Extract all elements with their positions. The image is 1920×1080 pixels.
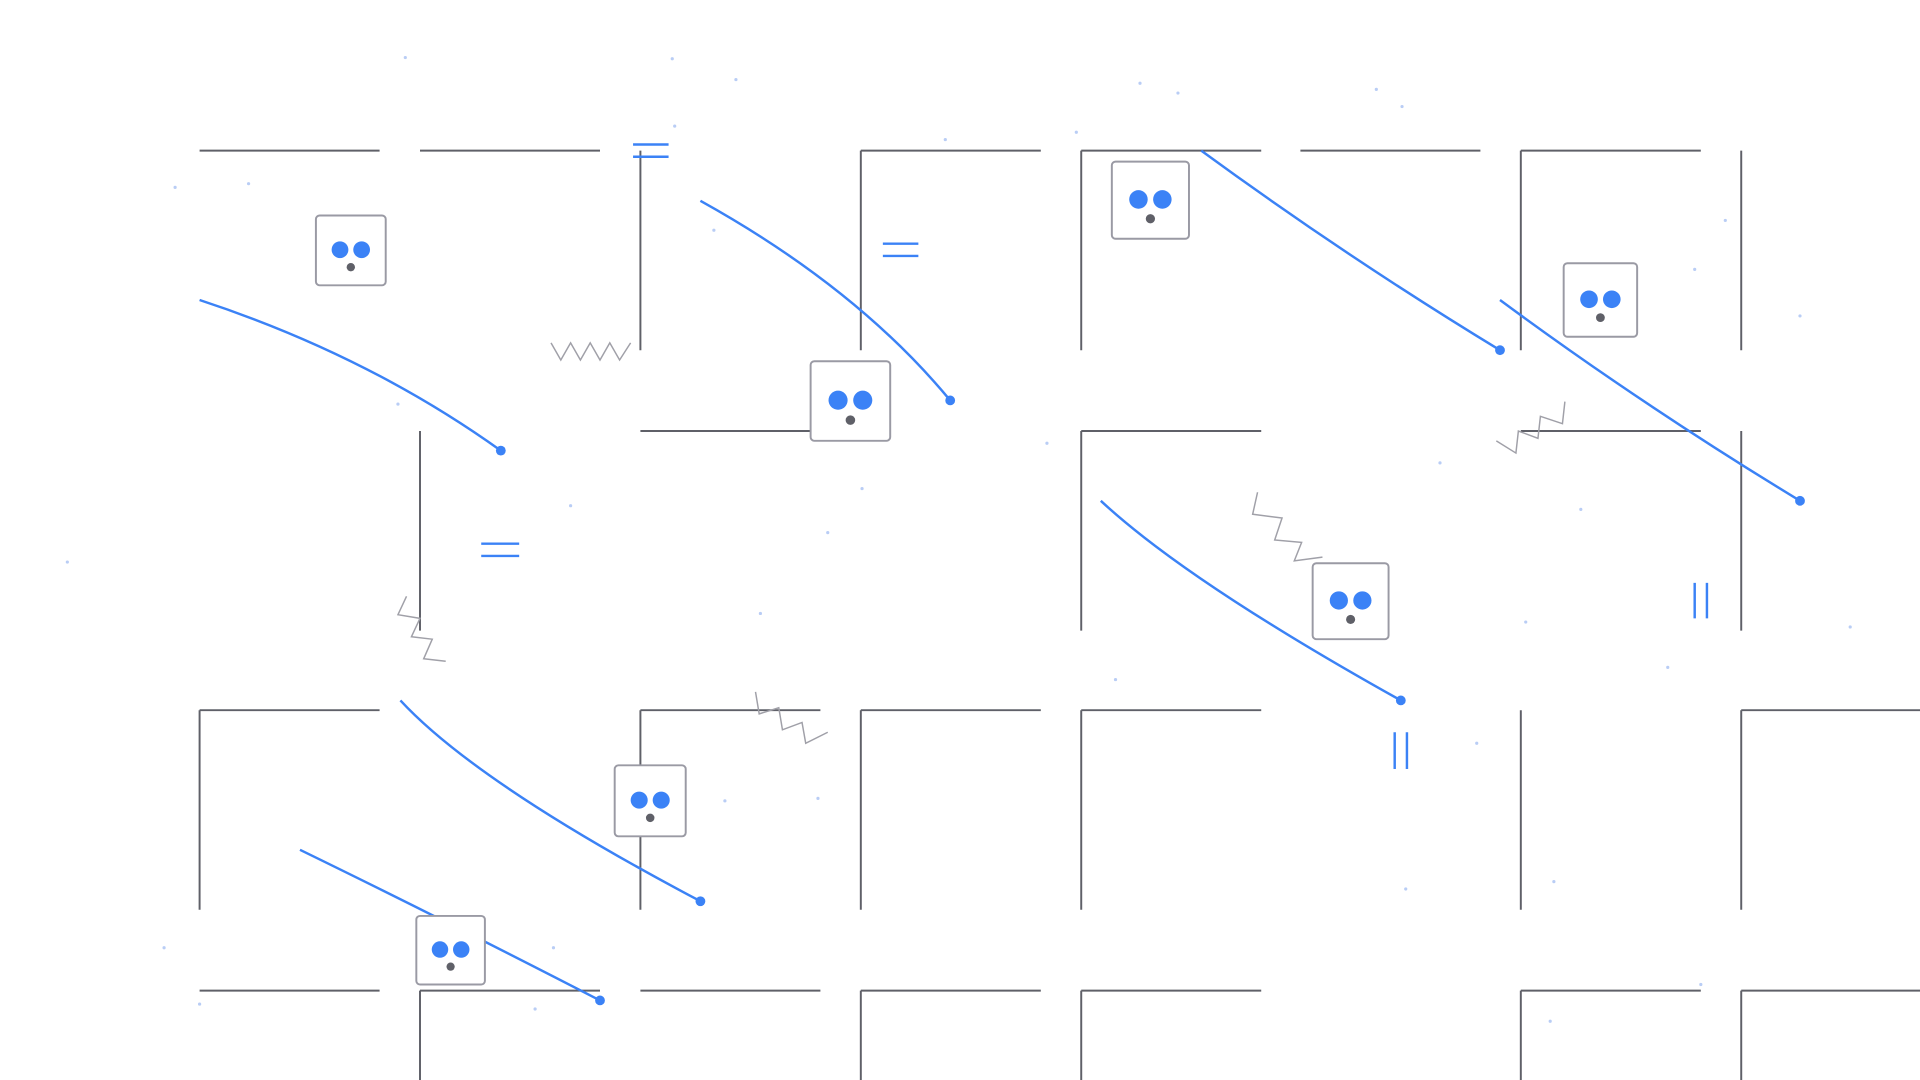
- particle: [1579, 507, 1583, 511]
- robot-eye-icon: [828, 390, 848, 410]
- particle: [943, 138, 947, 142]
- robot-nose-icon: [645, 813, 655, 823]
- robot-body: [809, 360, 892, 442]
- particle: [1798, 314, 1802, 318]
- robot-body: [1110, 160, 1190, 240]
- particle: [198, 1002, 202, 1006]
- maze-walls: [198, 149, 1920, 1080]
- particle: [1693, 267, 1697, 271]
- robot-eye-icon: [431, 941, 449, 958]
- particle: [758, 611, 762, 616]
- trajectory-endpoint: [1495, 345, 1505, 356]
- robot-nose-icon: [1346, 614, 1356, 624]
- particle: [1404, 887, 1408, 891]
- particle: [723, 799, 727, 803]
- particle: [673, 124, 677, 128]
- spring-layer: [396, 341, 1566, 745]
- trajectory-endpoint: [1795, 495, 1805, 506]
- robot-nose-icon: [446, 962, 455, 971]
- spring-icon: [1495, 401, 1566, 455]
- robot-body: [1311, 562, 1390, 641]
- robot-eye-icon: [652, 791, 670, 809]
- particle: [173, 185, 177, 189]
- particle: [396, 402, 400, 406]
- robot-layer: [314, 160, 1639, 986]
- particle: [670, 57, 674, 61]
- trajectory-path: [1200, 149, 1501, 352]
- particle: [712, 228, 716, 232]
- particle: [816, 796, 820, 800]
- particle: [1666, 665, 1670, 669]
- robot-nose-icon: [1145, 214, 1156, 224]
- particle: [1138, 81, 1142, 85]
- robot-eye-icon: [1153, 190, 1172, 209]
- particle: [1699, 982, 1703, 987]
- particle: [551, 946, 556, 950]
- robot-eye-icon: [853, 390, 873, 410]
- trajectory-layer: [199, 149, 1805, 1006]
- particle: [1848, 625, 1852, 629]
- robot-eye-icon: [353, 241, 371, 259]
- trajectory-path: [1499, 299, 1801, 502]
- particle: [1113, 678, 1118, 682]
- spring-icon: [1251, 492, 1323, 562]
- robot-nose-icon: [845, 415, 856, 425]
- robot-eye-icon: [1580, 290, 1598, 309]
- particle: [246, 182, 251, 186]
- particle: [403, 55, 407, 60]
- trajectory-endpoint: [695, 896, 706, 907]
- particle: [826, 531, 830, 535]
- robot-eye-icon: [1329, 591, 1348, 610]
- particle: [734, 78, 738, 82]
- particle: [1400, 104, 1404, 109]
- robot-nose-icon: [1596, 313, 1605, 323]
- robot-body: [1562, 262, 1639, 338]
- robot-body: [613, 764, 687, 838]
- particle: [569, 504, 573, 508]
- robot-eye-icon: [1602, 290, 1621, 309]
- trajectory-path: [699, 199, 952, 402]
- particle: [860, 486, 864, 491]
- robot-eye-icon: [453, 941, 470, 958]
- robot-body: [314, 214, 387, 287]
- particle: [1374, 87, 1378, 91]
- robot-eye-icon: [1353, 591, 1372, 610]
- particle: [1524, 620, 1528, 624]
- trajectory-endpoint: [945, 395, 956, 406]
- spring-icon: [396, 596, 446, 662]
- particle: [533, 1007, 537, 1011]
- particle: [162, 946, 166, 950]
- particle: [1475, 741, 1479, 745]
- particle: [1074, 130, 1078, 134]
- robot-nose-icon: [346, 262, 356, 272]
- spring-icon: [550, 341, 632, 362]
- trajectory-endpoint: [1395, 695, 1406, 706]
- spring-icon: [754, 691, 829, 745]
- particle: [1548, 1019, 1552, 1023]
- particle: [1438, 461, 1442, 465]
- particle-layer: [65, 55, 1852, 1023]
- trajectory-path: [199, 298, 502, 452]
- particle: [1552, 880, 1556, 884]
- particle: [1045, 441, 1049, 445]
- trajectory-path: [1099, 499, 1402, 702]
- particle: [65, 560, 69, 564]
- robot-eye-icon: [331, 241, 349, 259]
- particle: [1723, 218, 1727, 222]
- particle: [1176, 91, 1180, 95]
- robot-body: [415, 914, 486, 986]
- robot-eye-icon: [630, 791, 648, 809]
- marker-layer: [481, 143, 1709, 769]
- trajectory-endpoint: [495, 445, 506, 456]
- trajectory-path: [399, 699, 701, 903]
- robot-eye-icon: [1129, 190, 1148, 209]
- trajectory-endpoint: [595, 995, 605, 1006]
